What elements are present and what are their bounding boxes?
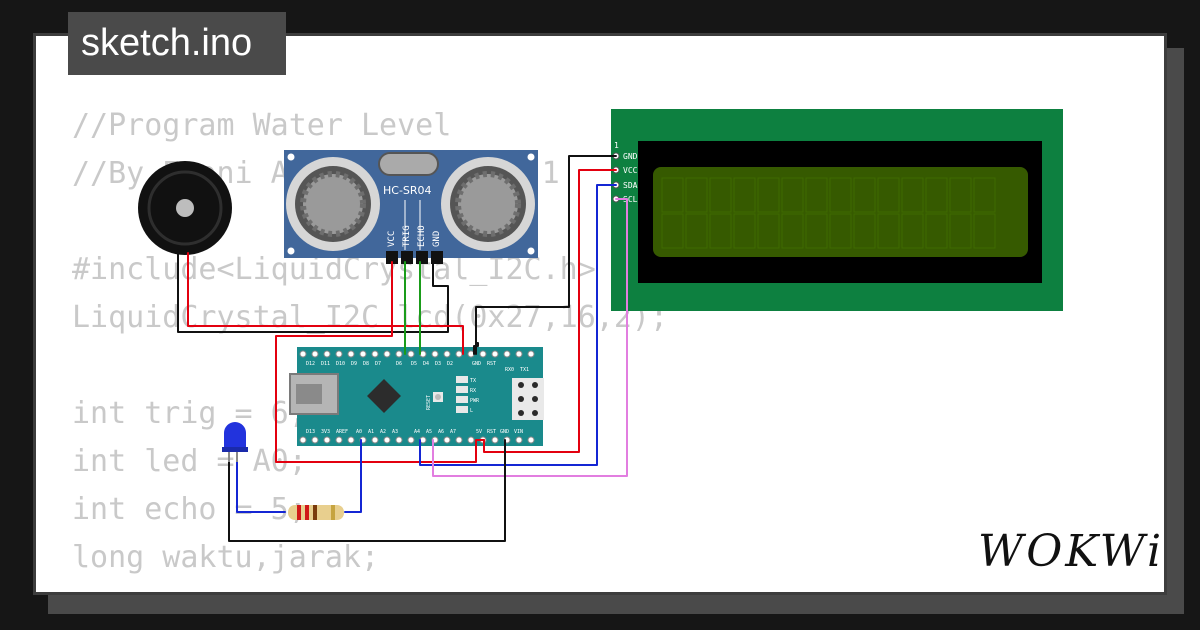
buzzer-hole [176,199,194,217]
code-line: //Program Water Level [72,108,452,143]
wire-lcd-vcc[interactable] [483,169,617,453]
code-line: long waktu,jarak; [72,540,380,575]
arduino-bottom-labels: D13 3V3 AREF A0 A1 A2 A3 A4 A5 A6 A7 5V … [306,429,523,435]
lcd-pin-labels: GND VCC SDA SCL [623,152,638,204]
pin-5v: 5V [476,429,482,435]
pin-a0: A0 [356,429,362,435]
wire-buzzer-d3[interactable] [187,252,464,355]
pin-tx1: TX1 [520,367,529,373]
pin-a5: A5 [426,429,432,435]
sensor-header [386,251,443,264]
sensor-crystal [378,152,439,176]
code-line: int trig = 6; [72,396,307,431]
lcd-pin-gnd: GND [623,152,638,161]
sensor-mount-holes [287,153,535,255]
code-background: //Program Water Level//By Eroni Ash Ash … [72,102,669,592]
sensor-transducer-left [286,157,380,251]
sensor-title: HC-SR04 [383,184,432,197]
resistor-band-4 [331,505,335,520]
wire-buzzer-gnd[interactable] [177,249,449,333]
sensor-pin-traces [404,200,421,250]
resistor-band-3 [313,505,317,520]
reset-button-cap [435,394,441,400]
pin-rx0: RX0 [505,367,514,373]
wire-led-resistor[interactable] [236,454,286,513]
wire-sensor-vcc[interactable] [275,261,485,463]
arduino-leds [456,376,468,413]
pin-a1: A1 [368,429,374,435]
arduino-top-pins [299,350,535,358]
sensor-pin-gnd: GND [432,231,442,247]
led-rim [222,447,248,452]
sensor-pin-echo: ECHO [417,225,427,247]
pin-d8: D8 [363,361,369,367]
pin-d3: D3 [435,361,441,367]
pin-a2: A2 [380,429,386,435]
led-labels: TX RX PWR L [470,378,480,414]
led-rx: RX [470,388,476,394]
resistor-band-1 [297,505,301,520]
code-line: int buzzer = 3; [72,582,668,592]
wire-lcd-gnd[interactable] [475,155,617,355]
pin-gnd-bottom: GND [500,429,509,435]
pin-vin: VIN [514,429,523,435]
pin-a6: A6 [438,429,444,435]
wire-lcd-scl[interactable] [432,198,628,477]
pin-a3: A3 [392,429,398,435]
lcd-pin-scl: SCL [623,195,638,204]
led-body [224,422,246,449]
led[interactable] [222,422,248,462]
buzzer[interactable] [138,161,232,255]
reset-label: RESET [426,395,432,410]
pin-3v3: 3V3 [321,429,330,435]
pin-gnd-top: GND [472,361,481,367]
resistor[interactable] [288,505,344,520]
arduino-top-labels: D12 D11 D10 D9 D8 D7 D6 D5 D4 D3 D2 GND … [306,361,529,373]
pin-d6: D6 [396,361,402,367]
led-tx: TX [470,378,476,384]
lcd-character-grid [661,177,996,249]
led-pwr: PWR [470,398,480,404]
code-line: LiquidCrystal_I2C lcd(0x27,16,2); [72,300,669,335]
sensor-transducer-right [441,157,535,251]
pin-d9: D9 [351,361,357,367]
ultrasonic-sensor[interactable]: HC-SR04 VCC TRIG ECHO GND [284,150,538,264]
lcd-pin-number: 1 [614,141,619,150]
usb-port-inner [296,384,322,404]
wokwi-logo: WOKWi [978,526,1165,577]
pin-rst-top: RST [487,361,496,367]
icsp-header [512,378,544,420]
wire-led-gnd[interactable] [228,439,506,542]
wires [177,155,628,542]
pin-d11: D11 [321,361,330,367]
pin-a7: A7 [450,429,456,435]
pin-a4: A4 [414,429,420,435]
pin-d7: D7 [375,361,381,367]
arduino-nano[interactable]: D12 D11 D10 D9 D8 D7 D6 D5 D4 D3 D2 GND … [289,347,544,446]
pin-d5: D5 [411,361,417,367]
wire-lcd-sda[interactable] [419,184,617,466]
sensor-pin-vcc: VCC [387,231,397,247]
sensor-pin-labels: VCC TRIG ECHO GND [387,225,442,247]
resistor-band-2 [305,505,309,520]
lcd-pin-sda: SDA [623,181,638,190]
pin-d2: D2 [447,361,453,367]
file-tab[interactable]: sketch.ino [68,12,286,75]
lcd-pin-vcc: VCC [623,166,638,175]
pin-d4: D4 [423,361,429,367]
pin-d12: D12 [306,361,315,367]
pin-d13: D13 [306,429,315,435]
icsp-pins [518,382,538,416]
code-line: int echo = 5; [72,492,307,527]
buzzer-ring [147,170,223,246]
led-l: L [470,408,473,414]
pin-aref: AREF [336,429,348,435]
wire-resistor-a0[interactable] [344,439,362,513]
pin-d10: D10 [336,361,345,367]
lcd-module[interactable]: 1 GND VCC SDA SCL [611,109,1063,311]
pin-rst-bottom: RST [487,429,496,435]
arduino-chip [367,379,401,413]
sensor-pin-trig: TRIG [402,225,412,247]
